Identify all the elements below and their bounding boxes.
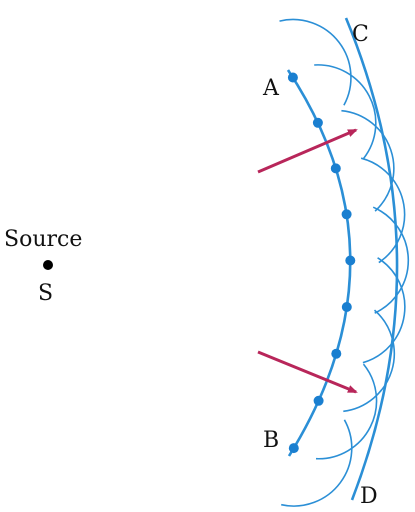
- wavelet-arc-4: [360, 157, 406, 264]
- secondary-point-1: [287, 72, 298, 83]
- secondary-point-6: [341, 302, 352, 312]
- label-a: A: [262, 76, 280, 101]
- source-point-label: S: [38, 281, 53, 306]
- wavelet-arc-5: [372, 206, 410, 314]
- wavelet-arc-6: [362, 257, 406, 364]
- label-d: D: [360, 484, 378, 509]
- wavelet-arc-3: [341, 109, 395, 212]
- label-b: B: [263, 428, 279, 453]
- secondary-point-2: [312, 117, 323, 128]
- wavelet-arc-2: [314, 64, 377, 160]
- secondary-point-3: [330, 163, 341, 174]
- secondary-source-points: [287, 72, 356, 454]
- secondary-point-9: [288, 443, 299, 454]
- secondary-point-4: [341, 209, 352, 220]
- secondary-point-8: [313, 395, 324, 406]
- wavelet-arc-9: [281, 419, 353, 507]
- secondary-wavelets: [279, 18, 410, 507]
- secondary-point-5: [345, 255, 356, 266]
- ray-arrow-upper: [257, 128, 358, 174]
- wavelet-arc-1: [279, 18, 352, 106]
- secondary-point-7: [331, 348, 342, 359]
- wavelet-arc-8: [315, 363, 378, 460]
- source-dot: [43, 260, 53, 270]
- new-wavefront-cd: [344, 17, 399, 501]
- label-c: C: [352, 22, 369, 47]
- source-label: Source: [4, 227, 82, 252]
- ray-arrow-lower: [257, 350, 358, 394]
- wavelet-arc-7: [343, 309, 396, 413]
